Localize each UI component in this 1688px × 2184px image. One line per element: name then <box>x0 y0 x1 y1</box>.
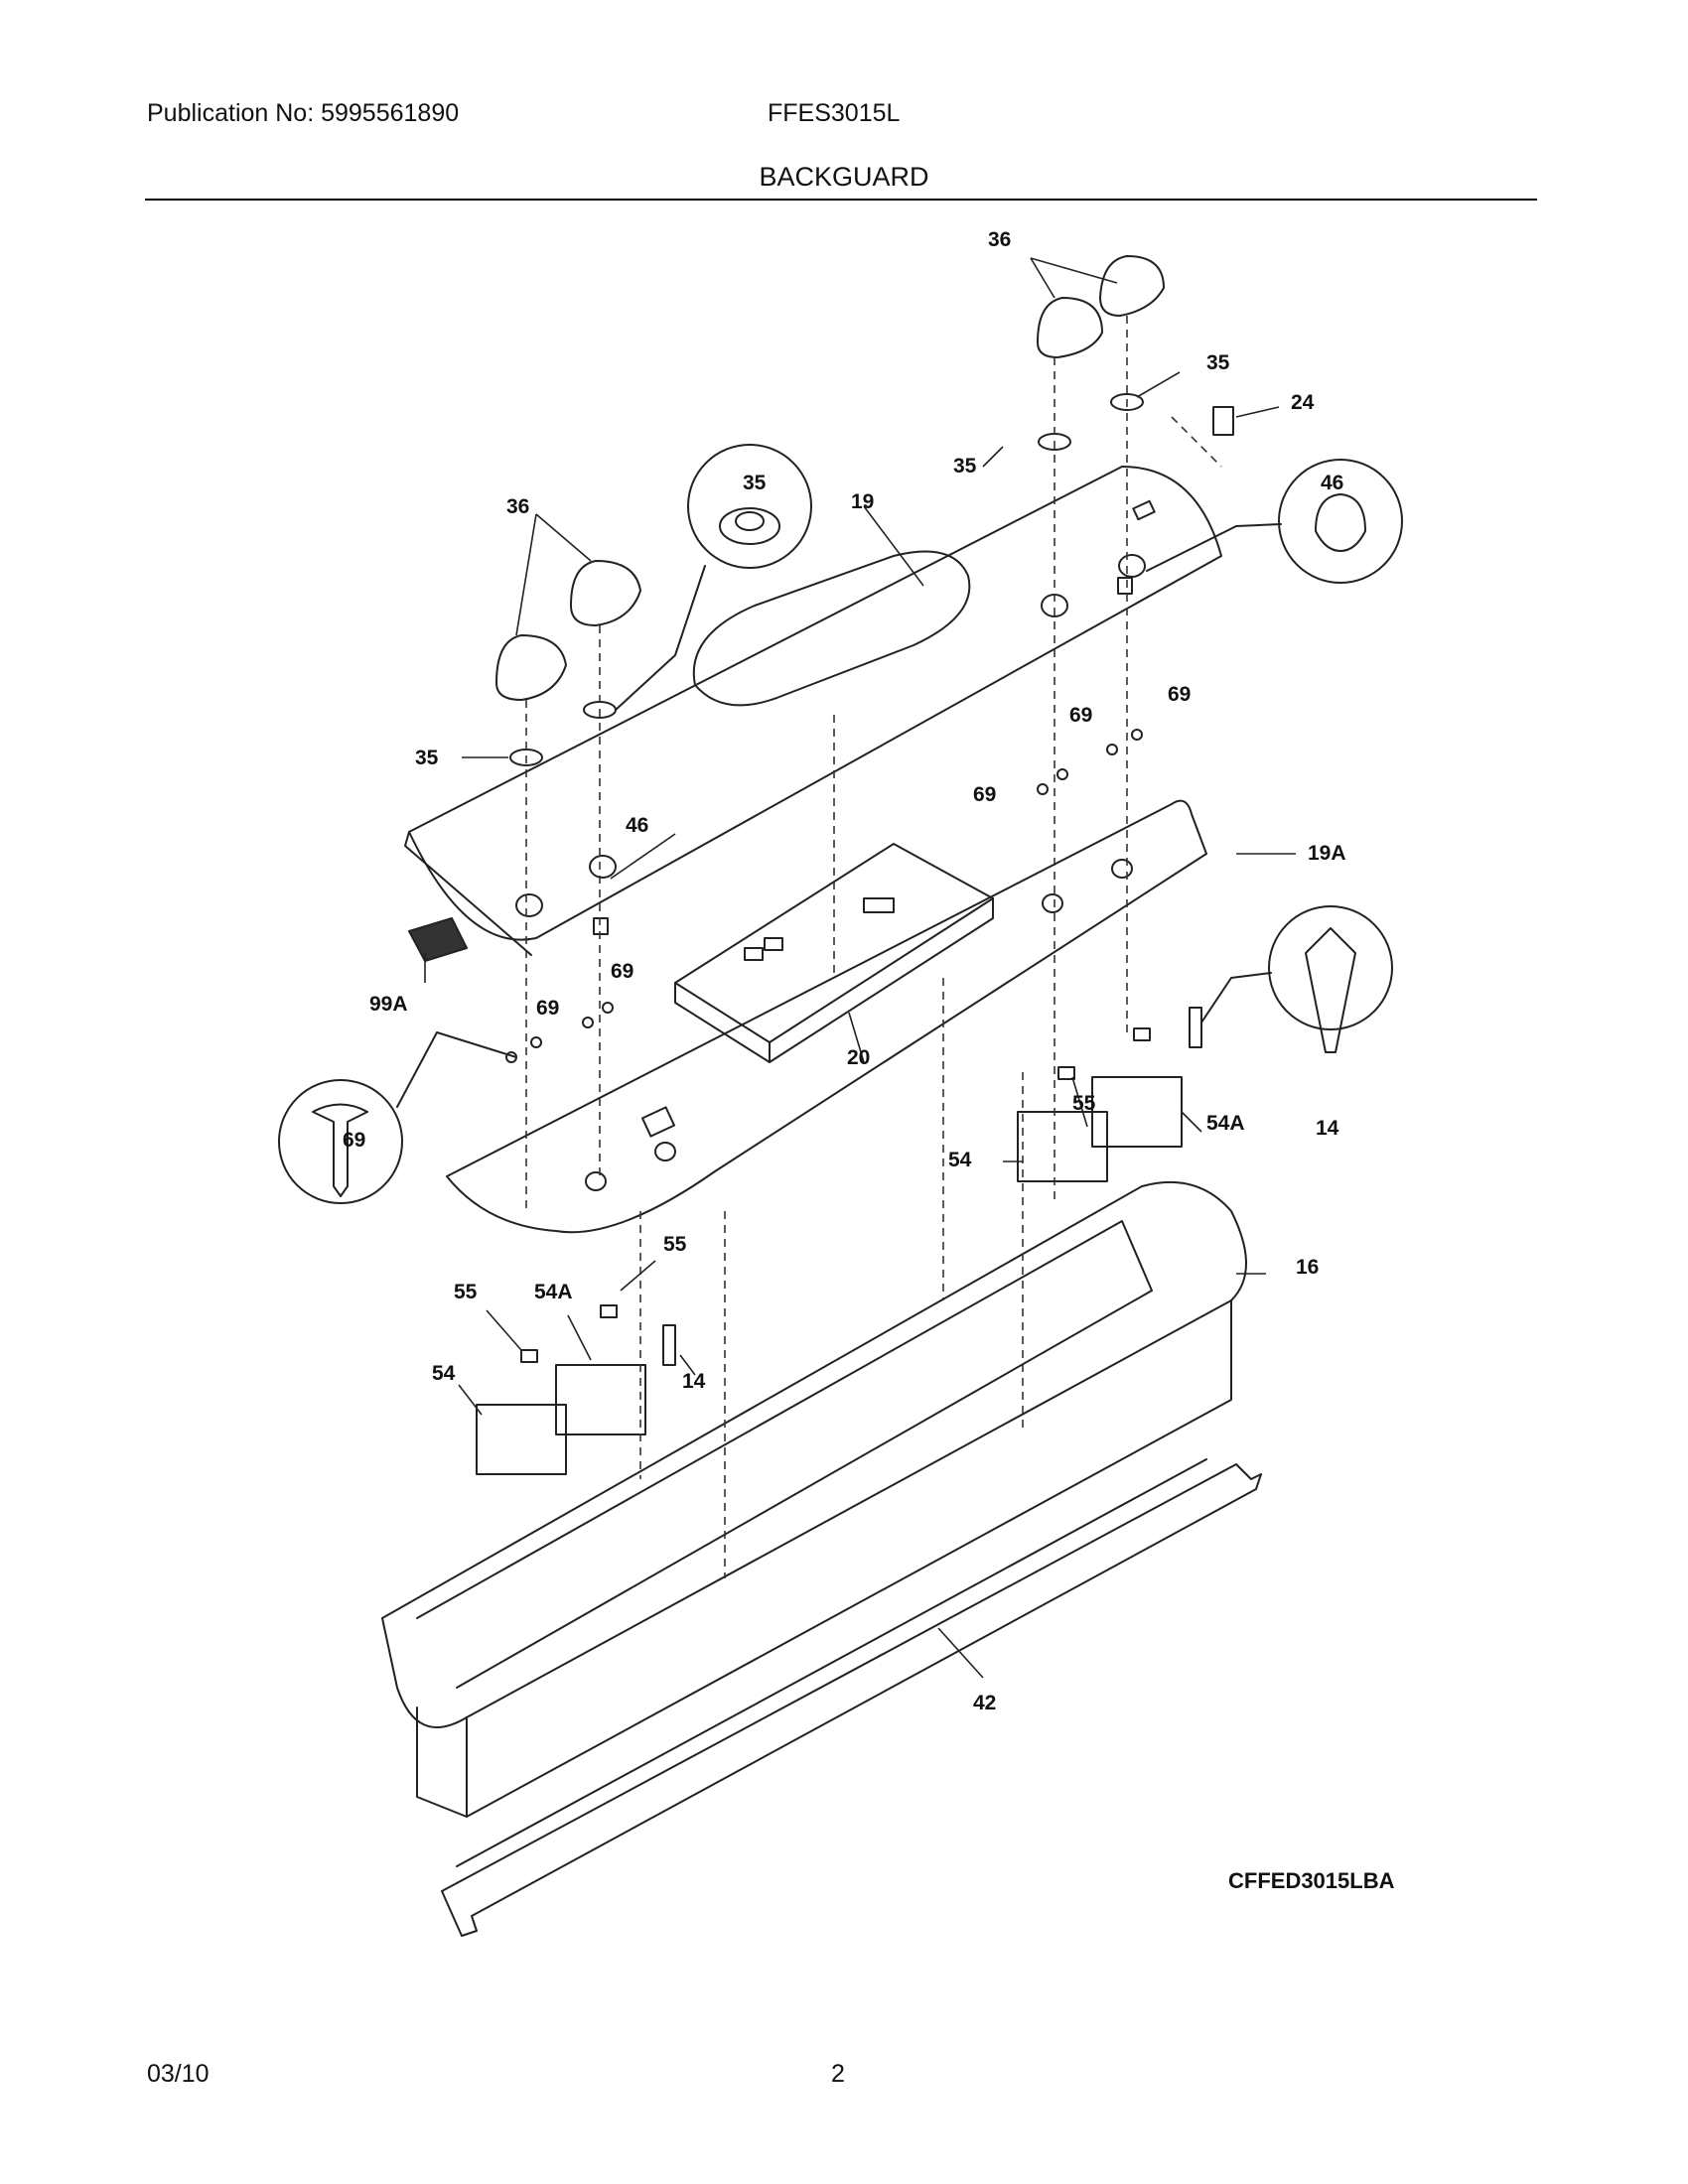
part-label-69: 69 <box>611 960 633 983</box>
part-label-36: 36 <box>506 495 529 518</box>
backguard-frame-16 <box>381 1180 1247 1818</box>
detail-circle-46 <box>1278 459 1403 584</box>
diagram-reference-code: CFFED3015LBA <box>1228 1868 1395 1893</box>
part-label-69: 69 <box>1168 683 1191 706</box>
part-label-99A: 99A <box>369 993 408 1016</box>
detail-circle-69 <box>278 1079 403 1204</box>
overlay-strip-99A <box>408 917 468 962</box>
part-label-35: 35 <box>743 472 767 494</box>
footer-date: 03/10 <box>147 2060 210 2088</box>
section-title: BACKGUARD <box>759 162 929 192</box>
part-label-54A: 54A <box>534 1281 573 1303</box>
part-label-54: 54 <box>948 1149 972 1171</box>
part-label-46: 46 <box>1321 472 1343 494</box>
knob-36-c <box>495 634 567 701</box>
control-panel-19 <box>404 466 1222 956</box>
page-number: 2 <box>831 2060 845 2088</box>
indicator-switch-24 <box>1212 406 1234 436</box>
knob-36-b <box>1099 255 1165 317</box>
inner-panel-19A <box>446 799 1207 1234</box>
part-label-55: 55 <box>663 1233 687 1256</box>
switch-54-left <box>476 1404 567 1475</box>
part-label-46: 46 <box>626 814 648 837</box>
part-label-69: 69 <box>343 1129 365 1152</box>
part-label-54A: 54A <box>1206 1112 1245 1135</box>
part-label-69: 69 <box>536 997 559 1020</box>
part-label-55: 55 <box>454 1281 478 1303</box>
part-label-35: 35 <box>953 455 977 478</box>
part-label-42: 42 <box>973 1692 996 1714</box>
publication-number: Publication No: 5995561890 <box>147 99 460 127</box>
part-label-19A: 19A <box>1308 842 1346 865</box>
part-label-14: 14 <box>682 1370 706 1393</box>
model-number: FFES3015L <box>768 99 901 127</box>
part-label-36: 36 <box>988 228 1011 251</box>
detail-circle-35 <box>687 444 812 569</box>
detail-circle-14 <box>1268 905 1393 1030</box>
part-label-69: 69 <box>1069 704 1092 727</box>
header-divider <box>145 199 1537 201</box>
switch-54A-left <box>555 1364 646 1435</box>
knob-36-d <box>570 560 641 626</box>
knob-36-a <box>1037 297 1103 358</box>
part-label-35: 35 <box>1206 351 1230 374</box>
part-label-16: 16 <box>1296 1256 1319 1279</box>
part-label-24: 24 <box>1291 391 1315 414</box>
part-label-69: 69 <box>973 783 996 806</box>
part-label-19: 19 <box>851 490 874 513</box>
clock-control-20 <box>674 843 994 1063</box>
part-label-20: 20 <box>847 1046 870 1069</box>
bottom-bracket-42 <box>441 1458 1262 1937</box>
part-label-55: 55 <box>1072 1092 1096 1115</box>
part-label-14: 14 <box>1316 1117 1339 1140</box>
part-label-54: 54 <box>432 1362 456 1385</box>
part-label-35: 35 <box>415 747 439 769</box>
ring-35-b <box>1110 393 1144 411</box>
